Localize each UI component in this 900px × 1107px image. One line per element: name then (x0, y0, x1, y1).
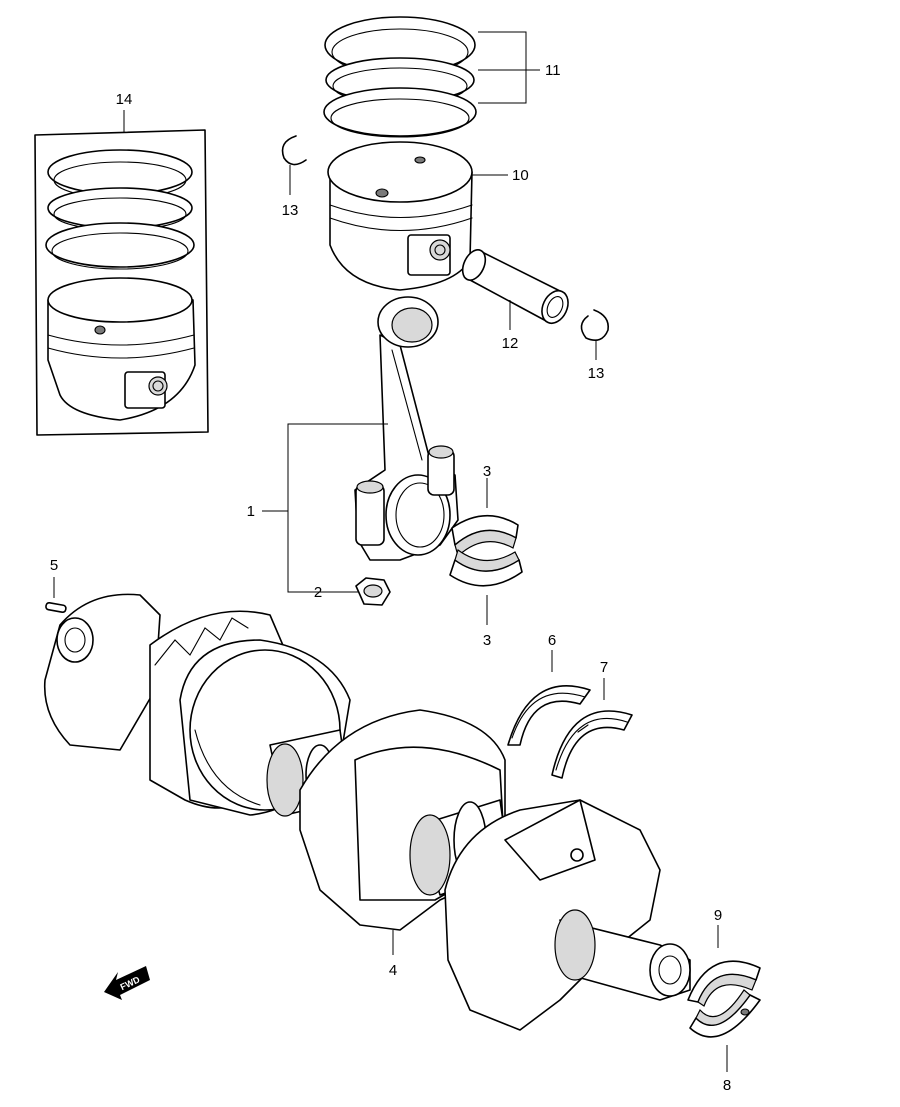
connecting-rod-nut (355, 577, 391, 606)
conrod-bearing-lower (449, 549, 523, 587)
main-bearing-upper (687, 960, 761, 1007)
callout-14: 14 (116, 91, 133, 108)
thrust-bearing-7 (551, 710, 633, 779)
callout-10: 10 (512, 167, 529, 184)
callout-11: 11 (545, 62, 561, 79)
callout-13-upper: 13 (282, 202, 299, 219)
piston-pin (461, 249, 569, 325)
piston-set-kit (34, 129, 209, 436)
crankshaft (43, 593, 691, 1031)
callout-8: 8 (723, 1077, 731, 1094)
forward-direction-arrow: FWD (104, 966, 150, 1000)
piston (327, 141, 473, 291)
callout-7: 7 (600, 659, 608, 676)
callout-12: 12 (502, 335, 519, 352)
conrod-bearing-upper (451, 514, 519, 558)
callout-4: 4 (389, 962, 397, 979)
piston-pin-circlip-upper (281, 135, 307, 166)
callout-5: 5 (50, 557, 58, 574)
callout-9: 9 (714, 907, 722, 924)
callout-2: 2 (314, 584, 322, 601)
callout-3-lower: 3 (483, 632, 491, 649)
piston-rings (323, 16, 477, 138)
main-bearing-lower (689, 989, 761, 1038)
dowel-pin (45, 601, 67, 614)
piston-pin-circlip-lower (580, 309, 610, 341)
callout-6: 6 (548, 632, 556, 649)
callout-1: 1 (247, 503, 255, 520)
thrust-bearing-6 (507, 685, 591, 746)
callout-13-lower: 13 (588, 365, 605, 382)
callout-3-upper: 3 (483, 463, 491, 480)
connecting-rod (354, 296, 459, 561)
